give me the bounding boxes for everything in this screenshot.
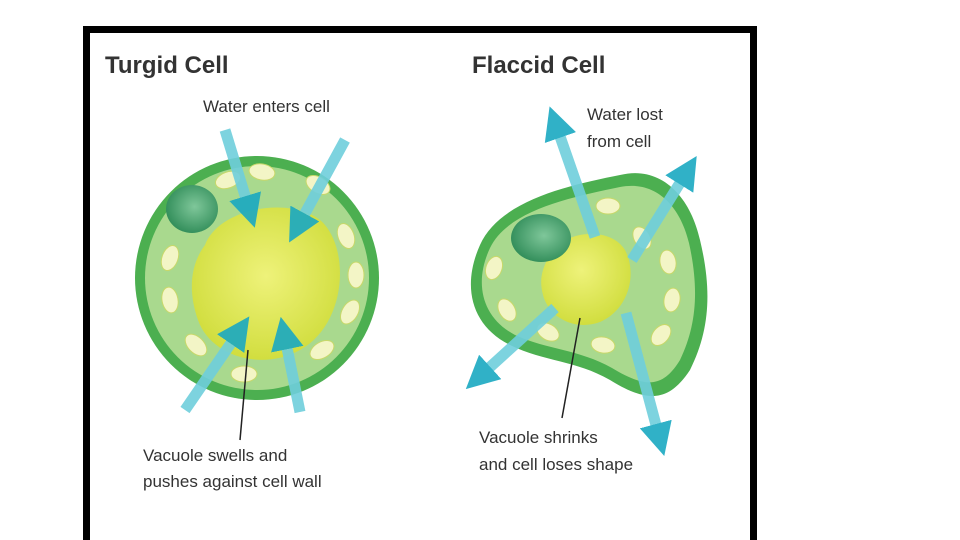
flaccid-water-label-line1: Water lost [587, 105, 663, 124]
turgid-pointer-line [239, 349, 249, 441]
turgid-water-label: Water enters cell [203, 97, 330, 116]
flaccid-water-label-line2: from cell [587, 132, 651, 151]
arrow-out-1 [544, 106, 601, 239]
arrow-out-3 [465, 303, 559, 390]
turgid-title: Turgid Cell [105, 52, 229, 79]
flaccid-water-arrows [465, 106, 697, 456]
flaccid-vacuole-label-line1: Vacuole shrinks [479, 428, 598, 447]
flaccid-vacuole-label-line2: and cell loses shape [479, 455, 633, 474]
turgid-water-arrows [180, 128, 350, 414]
flaccid-nucleus [511, 214, 571, 262]
arrow-out-4 [620, 311, 672, 456]
arrow-in-1 [219, 128, 261, 228]
flaccid-pointer-line [561, 317, 581, 419]
flaccid-cell [465, 106, 708, 456]
arrow-in-2 [289, 137, 350, 243]
turgid-chloroplasts [160, 163, 365, 383]
turgid-vacuole-label-line2: pushes against cell wall [143, 472, 322, 491]
flaccid-vacuole [541, 233, 631, 325]
turgid-cell [135, 128, 379, 441]
arrow-in-4 [271, 316, 306, 414]
turgid-vacuole-label-line1: Vacuole swells and [143, 446, 287, 465]
flaccid-chloroplasts [484, 197, 681, 354]
arrow-out-2 [627, 155, 697, 263]
arrow-in-3 [180, 316, 250, 414]
flaccid-title: Flaccid Cell [472, 52, 605, 79]
turgid-nucleus [166, 185, 218, 233]
